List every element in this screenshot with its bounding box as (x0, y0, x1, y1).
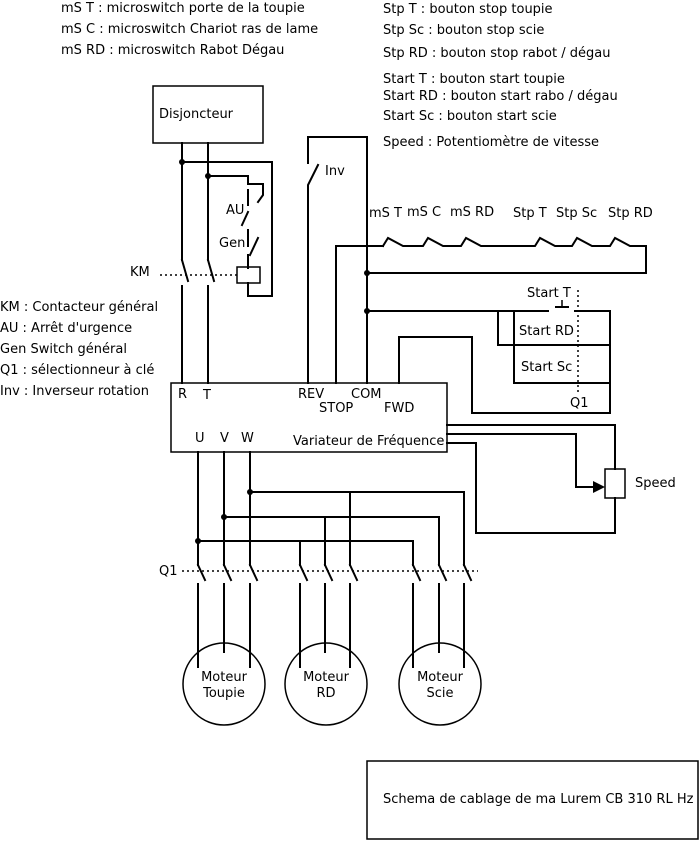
legend-speed: Speed : Potentiomètre de vitesse (383, 135, 599, 150)
vfd-t: T (202, 388, 211, 403)
km-contact-t (206, 258, 216, 384)
q1-right-label: Q1 (570, 396, 589, 411)
vfd-v: V (220, 431, 229, 446)
stp-rd-label: Stp RD (608, 206, 653, 221)
motor-rd-line1: Moteur (303, 670, 350, 685)
au-label: AU (226, 203, 244, 218)
km-contact-r (180, 258, 190, 384)
control-wire (247, 183, 264, 204)
gen-label: Gen (219, 236, 245, 251)
vfd-fwd: FWD (384, 401, 414, 416)
ms-c-label: mS C (407, 205, 441, 220)
legend-ms-c: mS C : microswitch Chariot ras de lame (61, 22, 318, 37)
breaker-label: Disjoncteur (159, 107, 234, 122)
vfd-w: W (241, 431, 254, 446)
ms-t-label: mS T (369, 206, 402, 221)
caption-box (366, 760, 699, 840)
inv-label: Inv (325, 164, 345, 179)
bus-w (249, 491, 465, 566)
start-sc-label: Start Sc (521, 360, 572, 375)
vfd-u: U (195, 431, 205, 446)
bus-u (197, 540, 414, 566)
speed-wire-wiper (446, 433, 596, 488)
control-wire (181, 161, 273, 297)
gen-switch (247, 236, 260, 269)
ms-rd-label: mS RD (450, 205, 494, 220)
stop-chain-contacts (366, 236, 647, 274)
stp-sc-label: Stp Sc (556, 206, 597, 221)
junction-dot (364, 270, 370, 276)
caption-text: Schema de cablage de ma Lurem CB 310 RL … (383, 792, 694, 807)
speed-wire-top (446, 424, 616, 470)
q1-switches (196, 563, 473, 668)
legend-start-t: Start T : bouton start toupie (383, 72, 565, 87)
start-t-label: Start T (527, 286, 571, 301)
legend-stp-sc: Stp Sc : bouton stop scie (383, 23, 544, 38)
motor-toupie-line1: Moteur (201, 670, 248, 685)
motor-scie (398, 642, 482, 726)
km-coil (236, 266, 261, 284)
speed-potentiometer (604, 468, 626, 499)
vfd-r: R (178, 387, 187, 402)
motor-rd-line2: RD (316, 686, 335, 701)
motor-toupie (182, 642, 266, 726)
vfd-com: COM (351, 387, 382, 402)
motor-toupie-line2: Toupie (202, 686, 245, 701)
legend-inv: Inv : Inverseur rotation (0, 384, 149, 399)
start-rd-label: Start RD (519, 324, 574, 339)
motor-scie-line1: Moteur (417, 670, 464, 685)
speed-wiper-arrow (593, 481, 605, 493)
stp-t-label: Stp T (513, 206, 547, 221)
legend-ms-rd: mS RD : microswitch Rabot Dégau (61, 43, 284, 58)
legend-km: KM : Contacteur général (0, 300, 158, 315)
vfd-stop: STOP (319, 401, 353, 416)
legend-stp-rd: Stp RD : bouton stop rabot / dégau (383, 46, 610, 61)
fwd-wire (398, 336, 611, 414)
vfd-name: Variateur de Fréquence (293, 434, 444, 449)
legend-start-rd: Start RD : bouton start rabo / dégau (383, 89, 618, 104)
q1-left-label: Q1 (159, 564, 178, 579)
motor-rd (284, 642, 368, 726)
legend-gen: Gen Switch général (0, 342, 127, 357)
km-label: KM (130, 265, 150, 280)
legend-ms-t: mS T : microswitch porte de la toupie (61, 1, 305, 16)
motor-scie-line2: Scie (426, 686, 453, 701)
legend-au: AU : Arrêt d'urgence (0, 321, 132, 336)
control-wire (207, 175, 249, 185)
legend-start-sc: Start Sc : bouton start scie (383, 109, 557, 124)
legend-stp-t: Stp T : bouton stop toupie (383, 2, 553, 17)
inv-wire (307, 136, 368, 384)
speed-label: Speed (635, 476, 676, 491)
vfd-rev: REV (298, 387, 324, 402)
legend-q1: Q1 : sélectionneur à clé (0, 363, 154, 378)
speed-wire-bottom (446, 442, 616, 534)
stop-chain-wire (335, 245, 384, 384)
